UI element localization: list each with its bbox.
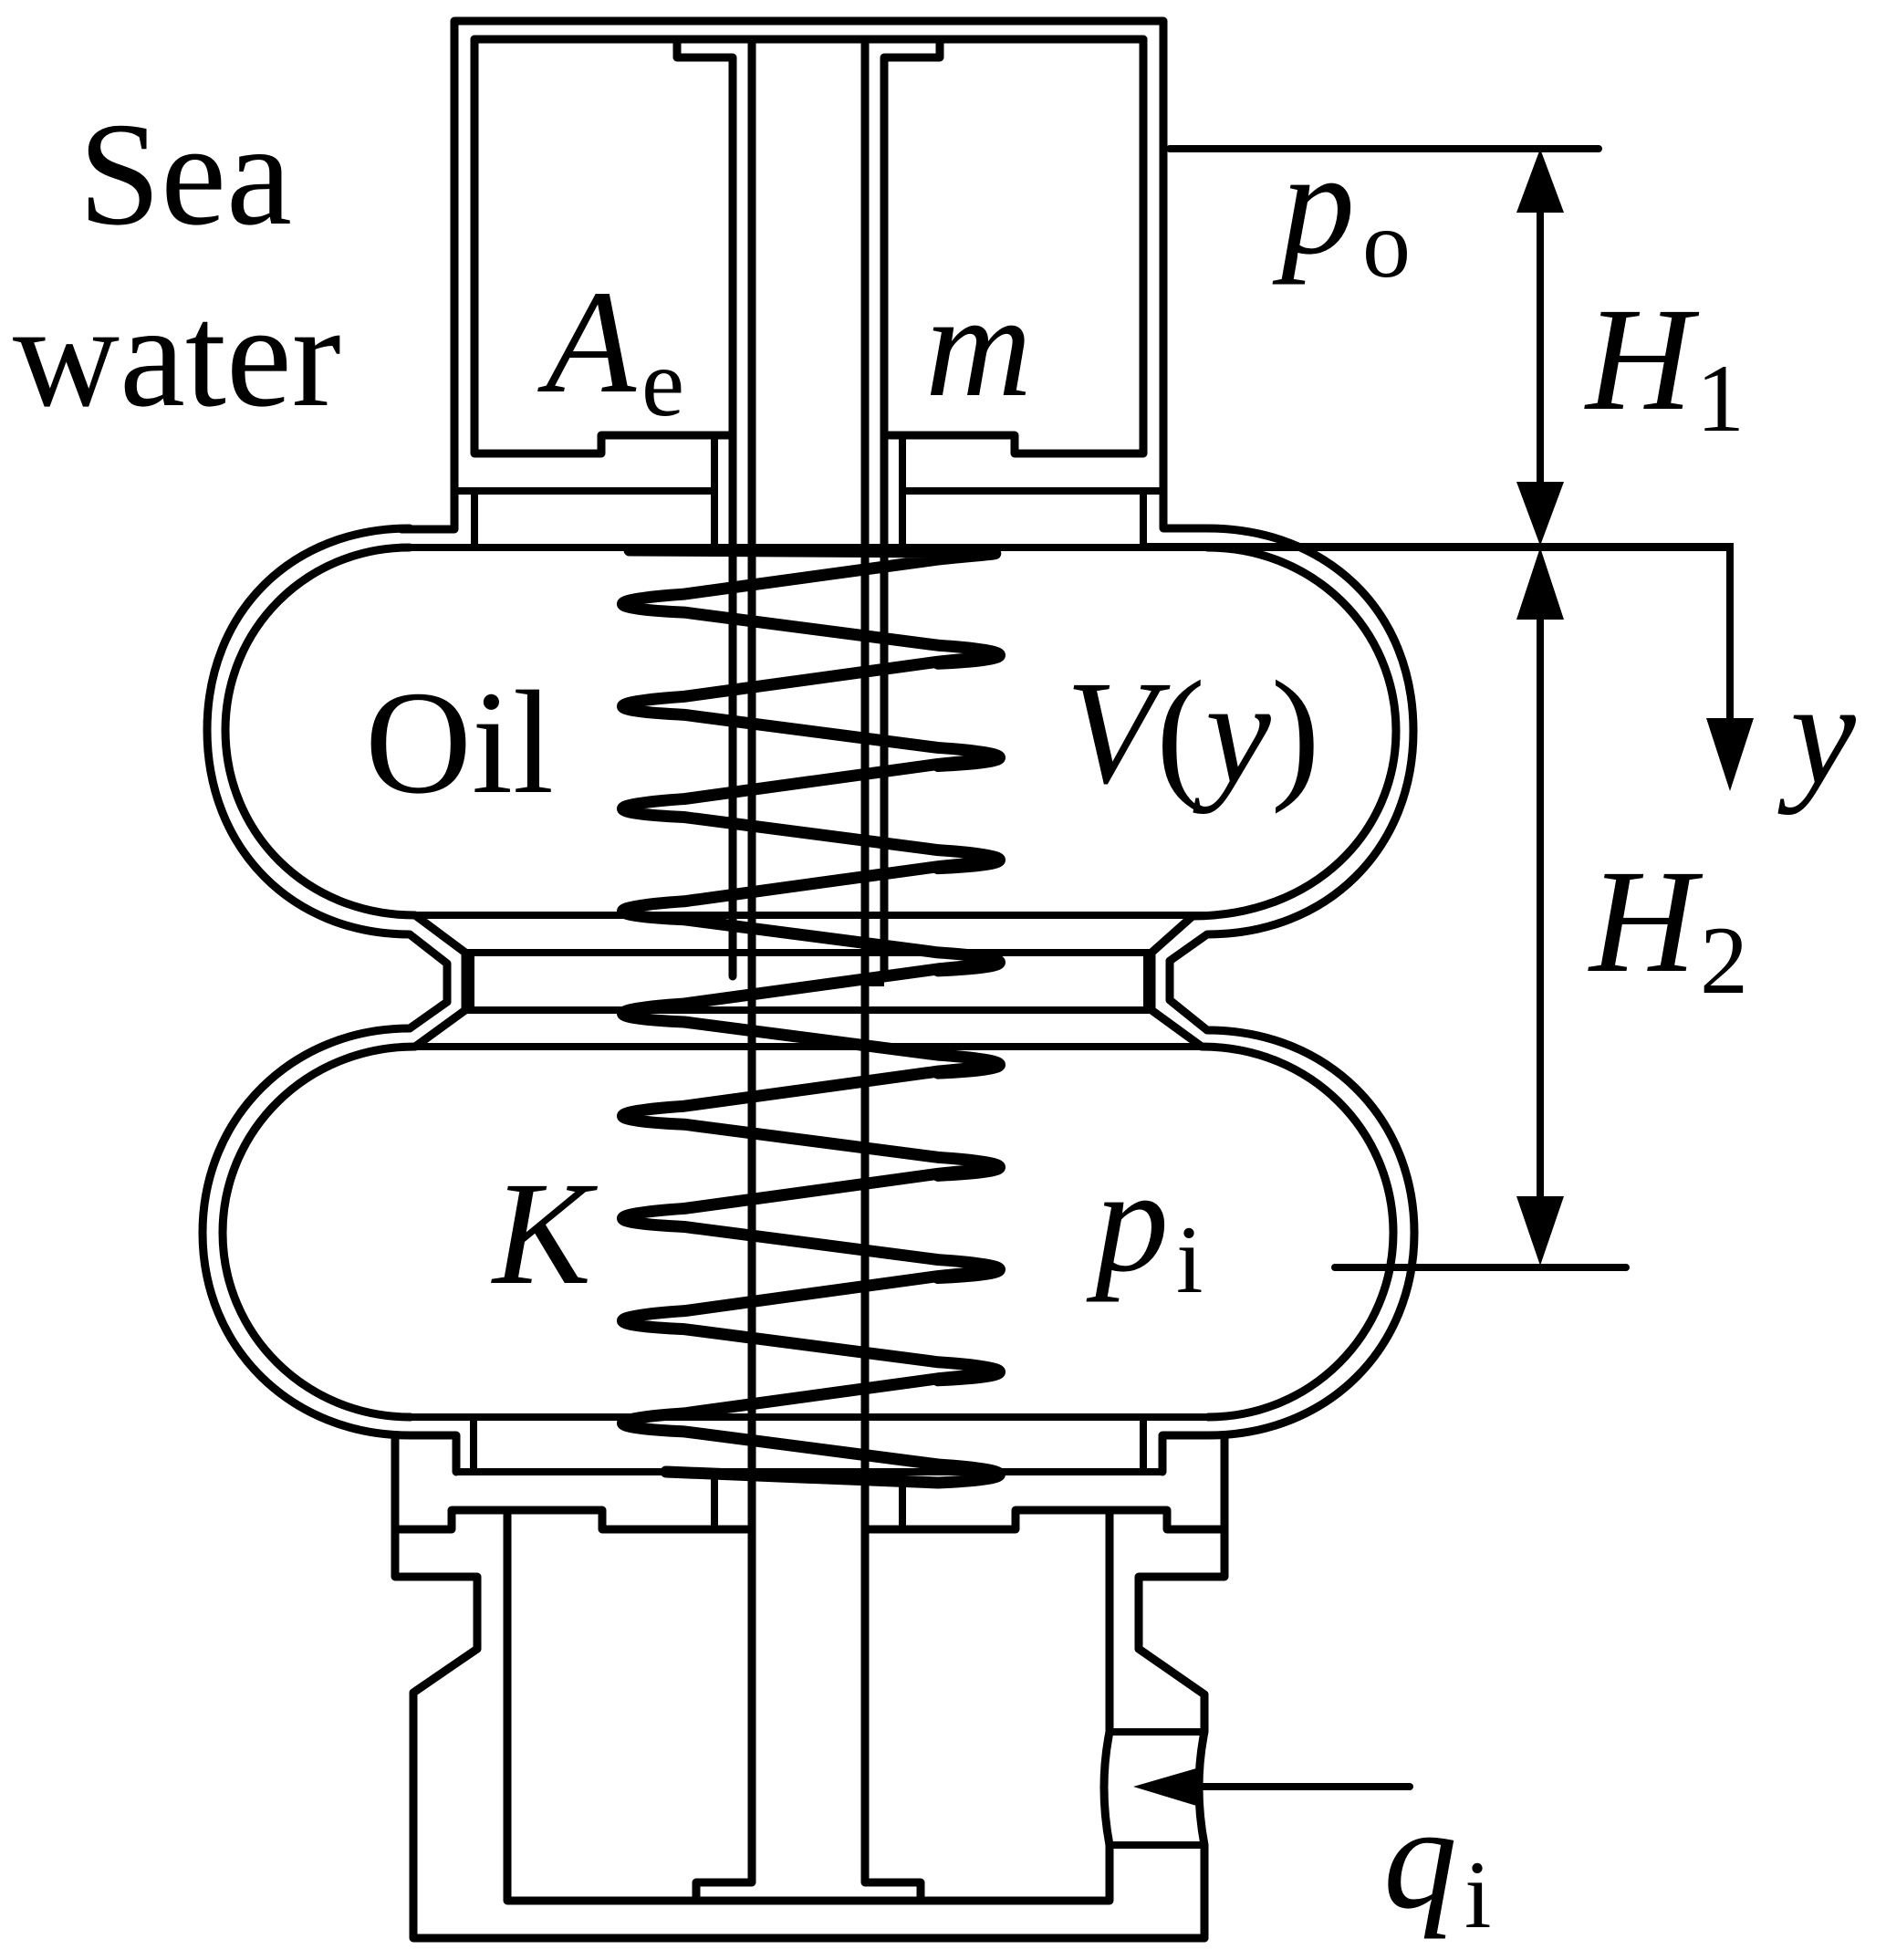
labels: Sea water Ae m po H1 Oil V(y) y H2 K pi … — [13, 93, 1856, 1948]
mass-label: m — [925, 265, 1032, 428]
flow-label: qi — [1383, 1777, 1491, 1948]
piston-top-notch-right — [880, 35, 944, 981]
bellows-upper-outer-left — [203, 524, 452, 1033]
po-symbol: p — [1272, 122, 1355, 286]
sea-label: Sea — [78, 93, 292, 256]
h2-symbol: H — [1588, 840, 1704, 1004]
paren-open: ( — [1156, 652, 1205, 815]
q-symbol: q — [1383, 1777, 1457, 1940]
upper-housing — [397, 16, 1212, 981]
stiffness-label: K — [491, 1152, 599, 1316]
water-label: water — [13, 275, 341, 438]
v-argument: y — [1193, 652, 1271, 815]
base-ledge-right — [860, 1506, 1229, 1534]
bellows-upper-inner-left — [221, 543, 470, 1051]
h2-arrowhead-top — [1516, 547, 1564, 620]
annotations — [1133, 145, 1754, 1808]
outer-pressure-label: po — [1272, 122, 1411, 297]
v-symbol: V — [1066, 652, 1171, 815]
spring — [617, 544, 1006, 1489]
bellows-upper-inner-right — [1147, 543, 1401, 1051]
rod-left — [692, 35, 756, 1905]
bellows-upper-outer-right — [1165, 524, 1418, 1035]
y-reference-line — [1141, 543, 1734, 725]
displacement-label: y — [1777, 652, 1856, 816]
h1-label: H1 — [1584, 278, 1745, 452]
h2-label: H2 — [1588, 840, 1748, 1014]
bellows-lower-outer-right — [1158, 1026, 1419, 1476]
flow-arrowhead — [1133, 1767, 1203, 1808]
pi-symbol: p — [1086, 1140, 1169, 1303]
inner-pressure-label: pi — [1086, 1140, 1203, 1313]
volume-label: V(y) — [1066, 652, 1320, 815]
central-rod — [692, 35, 925, 1905]
effective-area-label: Ae — [537, 261, 684, 436]
bellows-lower-outer-left — [198, 1024, 461, 1476]
h1-symbol: H — [1584, 278, 1700, 442]
h2-arrowhead-bottom — [1516, 1196, 1564, 1266]
h2-subscript: 2 — [1700, 907, 1748, 1014]
y-arrowhead — [1706, 718, 1754, 791]
pi-subscript: i — [1176, 1206, 1203, 1313]
po-subscript: o — [1362, 191, 1411, 297]
bellows-lower-inner-right — [1197, 1042, 1398, 1422]
piston-top-notch-left — [672, 35, 737, 981]
h1-arrowhead-top — [1516, 149, 1564, 213]
area-symbol: A — [537, 261, 637, 424]
bellows-lower-inner-left — [218, 1042, 420, 1422]
q-subscript: i — [1464, 1841, 1491, 1948]
housing-left-wall — [391, 1431, 1209, 1943]
h1-subscript: 1 — [1696, 345, 1745, 452]
base-ledge-left — [391, 1506, 756, 1534]
inner-cylinder — [503, 1506, 1114, 1905]
outer-shell — [397, 16, 1212, 534]
paren-close: ) — [1271, 652, 1320, 815]
lower-housing — [391, 1431, 1229, 1943]
h1-arrowhead-bottom — [1516, 482, 1564, 546]
rod-right — [860, 35, 925, 1905]
area-subscript: e — [641, 329, 684, 436]
oil-label: Oil — [365, 662, 554, 825]
